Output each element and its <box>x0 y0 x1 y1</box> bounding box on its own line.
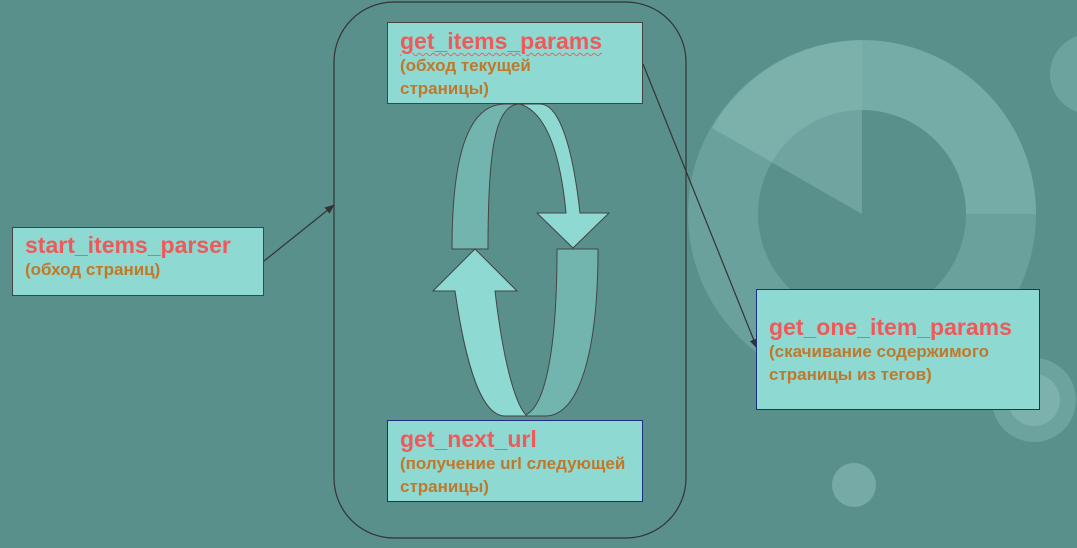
node-get-items-params: get_items_params (обход текущей страницы… <box>387 22 643 104</box>
loop-container <box>333 1 687 539</box>
node-get-next-url: get_next_url (получение url следующей ст… <box>387 420 643 502</box>
node-next-url-desc: (получение url следующей страницы) <box>400 454 626 496</box>
node-next-url-name: get_next_url <box>400 426 537 452</box>
cycle-arrow-down-back <box>451 103 521 250</box>
decor-ring-hole <box>758 110 966 318</box>
decor-ring-segment <box>862 40 1036 214</box>
node-items-params-name: get_items_params <box>400 28 602 54</box>
node-one-item-desc: (скачивание содержимого страницы из тего… <box>769 342 990 384</box>
cycle-arrow-up-icon <box>431 248 529 417</box>
node-get-one-item-params: get_one_item_params (скачивание содержим… <box>756 289 1040 410</box>
connector-start-to-loop <box>263 204 335 262</box>
decor-dot <box>832 463 876 507</box>
node-items-params-desc: (обход текущей страницы) <box>400 56 531 98</box>
node-start-name: start_items_parser <box>25 232 231 258</box>
node-one-item-name: get_one_item_params <box>769 314 1012 340</box>
connector-items-to-one-item <box>642 63 758 349</box>
cycle-arrow-up-back <box>519 248 599 417</box>
decor-wedge <box>712 40 862 214</box>
decor-circle-edge <box>1050 36 1077 112</box>
node-start-desc: (обход страниц) <box>25 260 161 279</box>
node-start-items-parser: start_items_parser (обход страниц) <box>12 227 264 296</box>
cycle-arrow-down-icon <box>505 103 611 249</box>
